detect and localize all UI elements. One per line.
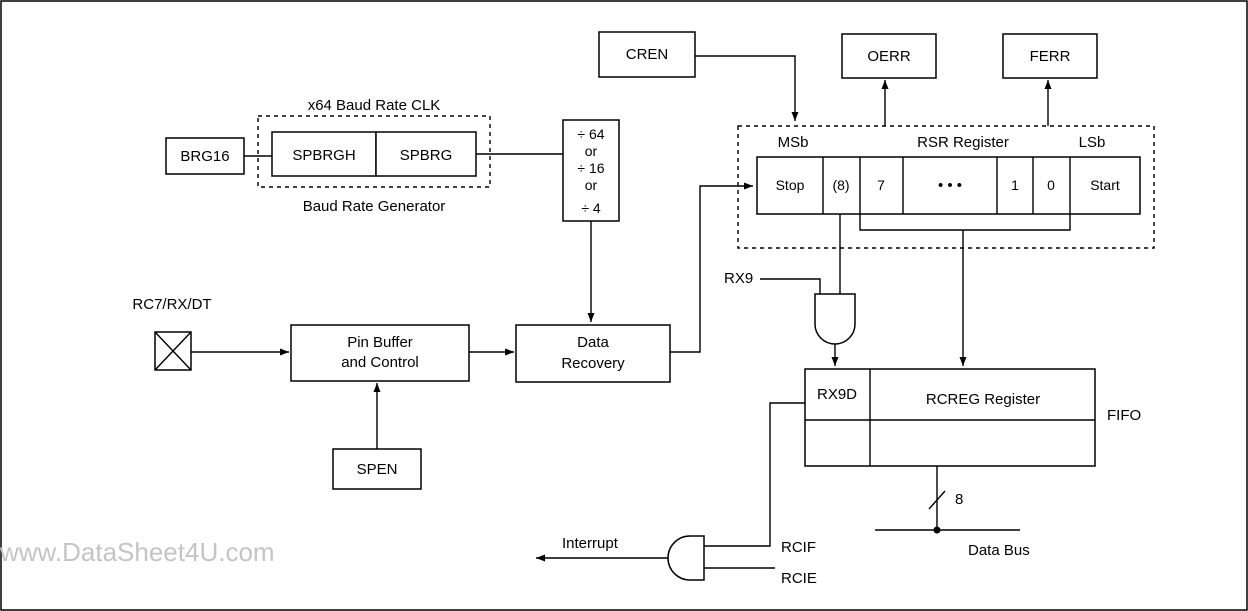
spbrgh-label: SPBRGH [292, 147, 355, 164]
interrupt-and-gate [667, 535, 705, 581]
bus-width-label: 8 [955, 491, 963, 508]
rsr-cell-bit0: 0 [1047, 177, 1055, 193]
rx9-label: RX9 [724, 270, 753, 287]
watermark-text: www.DataSheet4U.com [0, 537, 275, 567]
data-recovery-label-2: Recovery [561, 355, 625, 372]
divider-64: ÷ 64 [577, 126, 604, 142]
rcif-wire [704, 402, 805, 547]
rsr-boundary [737, 125, 1155, 249]
ferr-label: FERR [1030, 48, 1071, 65]
spbrg-register [375, 131, 477, 177]
rcreg-fifo [804, 368, 1096, 467]
brg16-label: BRG16 [180, 148, 229, 165]
rsr-cell-bit8: (8) [832, 177, 849, 193]
rsr-register [756, 156, 1141, 215]
recovery-to-rsr-arrow [670, 182, 753, 353]
data-bus-label: Data Bus [968, 542, 1030, 559]
rx9d-label: RX9D [817, 386, 857, 403]
oerr-label: OERR [867, 48, 911, 65]
data-bus-junction [933, 526, 941, 534]
rsr-register-label: RSR Register [917, 134, 1009, 151]
rcie-label: RCIE [781, 570, 817, 587]
rsr-cell-stop: Stop [776, 177, 805, 193]
cren-box [598, 31, 696, 78]
divider-or-2: or [585, 177, 598, 193]
baud-clk-label: x64 Baud Rate CLK [308, 97, 441, 114]
spbrgh-register [271, 131, 377, 177]
data-recovery-label-1: Data [577, 334, 609, 351]
rsr-cell-bit7: 7 [877, 177, 885, 193]
divider-or-1: or [585, 143, 598, 159]
cren-arrow [695, 55, 799, 121]
rsr-cell-start: Start [1090, 177, 1120, 193]
pin-buffer-box [290, 324, 470, 382]
divider-16: ÷ 16 [577, 160, 604, 176]
fifo-label: FIFO [1107, 407, 1141, 424]
rc7-pin-label: RC7/RX/DT [132, 296, 211, 313]
rc7-pin-icon [154, 331, 192, 371]
brg16-box [165, 137, 245, 175]
rcif-label: RCIF [781, 539, 816, 556]
spen-box [332, 448, 422, 490]
cren-label: CREN [626, 46, 669, 63]
spbrg-label: SPBRG [400, 147, 453, 164]
lsb-label: LSb [1079, 134, 1106, 151]
rx9-wire [760, 278, 821, 294]
rcreg-label: RCREG Register [926, 391, 1040, 408]
spen-label: SPEN [357, 461, 398, 478]
pin-buffer-label-1: Pin Buffer [347, 334, 413, 351]
bus-width-slash [928, 490, 946, 510]
interrupt-label: Interrupt [562, 535, 619, 552]
ferr-box [1002, 33, 1098, 79]
data-recovery-box [515, 324, 671, 383]
baud-generator-label: Baud Rate Generator [303, 198, 446, 215]
rsr-cell-bit1: 1 [1011, 177, 1019, 193]
baud-generator-boundary [257, 115, 491, 188]
oerr-box [841, 33, 937, 79]
pin-buffer-label-2: and Control [341, 354, 419, 371]
rsr-data-bracket [859, 214, 1071, 231]
rsr-cell-ellipsis: • • • [938, 177, 962, 194]
msb-label: MSb [778, 134, 809, 151]
divider-4: ÷ 4 [581, 200, 601, 216]
rx9-and-gate [814, 293, 856, 345]
